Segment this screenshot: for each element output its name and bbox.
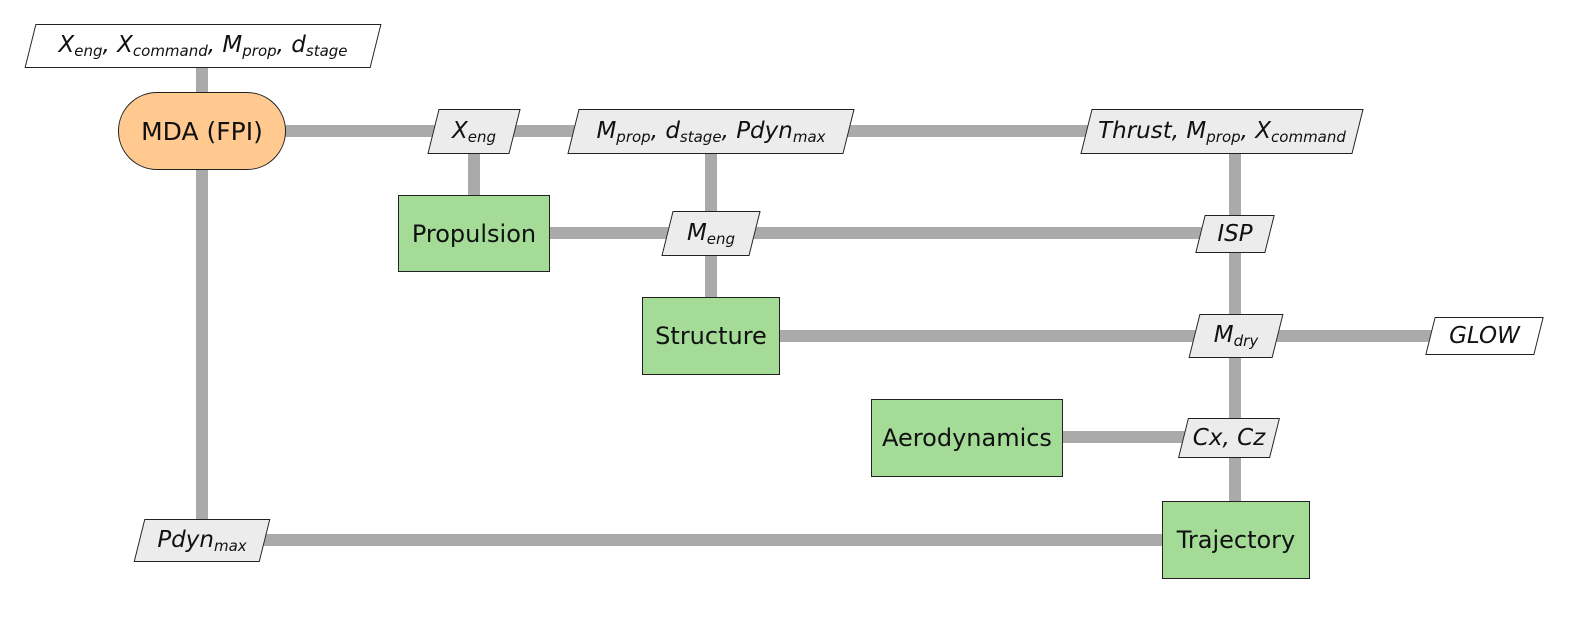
mda-fpi-driver: MDA (FPI)	[118, 92, 286, 170]
top-inputs-box: Xeng, Xcommand, Mprop, dstage	[30, 24, 376, 68]
mda-fpi-label: MDA (FPI)	[141, 116, 263, 146]
separator: ,	[276, 32, 292, 58]
variable-symbol: X	[58, 32, 75, 58]
separator: ,	[207, 32, 223, 58]
variable-symbol: M	[596, 117, 617, 144]
glow-label: GLOW	[1449, 323, 1520, 349]
variable-subscript: max	[792, 127, 826, 146]
separator: ,	[650, 117, 666, 144]
separator: ,	[1222, 425, 1238, 451]
cx-cz-box: Cx, Cz	[1183, 418, 1275, 458]
isp-box: ISP	[1200, 215, 1270, 253]
variable-symbol: Cx	[1192, 425, 1223, 451]
variable-symbol: d	[665, 117, 680, 144]
pdyn-max-label: Pdynmax	[157, 527, 246, 555]
cx-cz-label: Cx, Cz	[1193, 425, 1265, 451]
variable-subscript: eng	[706, 229, 736, 248]
variable-symbol: Pdyn	[157, 526, 214, 553]
variable-subscript: dry	[1233, 332, 1259, 350]
m-eng-label: Meng	[687, 220, 735, 248]
variable-symbol: X	[117, 32, 133, 58]
mprop-dstage-pdyn-label: Mprop, dstage, Pdynmax	[596, 118, 825, 146]
trajectory-label: Trajectory	[1176, 526, 1296, 554]
variable-symbol: GLOW	[1449, 323, 1520, 349]
aerodynamics-label: Aerodynamics	[882, 424, 1052, 452]
structure-label: Structure	[655, 322, 767, 350]
variable-subscript: prop	[1206, 127, 1241, 146]
top-inputs-label: Xeng, Xcommand, Mprop, dstage	[58, 32, 347, 60]
variable-symbol: d	[291, 32, 306, 58]
structure-block: Structure	[642, 297, 780, 375]
variable-symbol: M	[1186, 117, 1207, 144]
thrust-mprop-xcommand-label: Thrust, Mprop, Xcommand	[1098, 118, 1346, 146]
separator: ,	[721, 117, 737, 144]
m-dry-label: Mdry	[1214, 322, 1258, 350]
m-eng-box: Meng	[667, 211, 755, 256]
variable-subscript: max	[213, 536, 247, 555]
variable-symbol: Cz	[1237, 425, 1266, 451]
variable-symbol: X	[451, 117, 468, 144]
m-dry-box: Mdry	[1194, 314, 1278, 358]
propulsion-block: Propulsion	[398, 195, 550, 272]
glow-box: GLOW	[1430, 317, 1539, 355]
separator: ,	[1171, 117, 1187, 144]
variable-symbol: Thrust	[1098, 117, 1172, 144]
x-eng-label: Xeng	[452, 118, 496, 146]
variable-subscript: stage	[305, 42, 348, 60]
separator: ,	[102, 32, 118, 58]
isp-label: ISP	[1217, 221, 1252, 247]
separator: ,	[1240, 117, 1256, 144]
aerodynamics-block: Aerodynamics	[871, 399, 1063, 477]
variable-symbol: M	[686, 219, 707, 246]
variable-symbol: Pdyn	[736, 117, 793, 144]
variable-symbol: X	[1255, 117, 1272, 144]
variable-subscript: prop	[616, 127, 651, 146]
pdyn-max-box: Pdynmax	[139, 519, 265, 562]
variable-symbol: M	[1213, 322, 1234, 348]
mprop-dstage-pdyn-box: Mprop, dstage, Pdynmax	[573, 109, 849, 154]
variable-subscript: stage	[679, 127, 722, 146]
variable-subscript: command	[1271, 127, 1346, 146]
thrust-mprop-xcommand-box: Thrust, Mprop, Xcommand	[1086, 109, 1358, 154]
variable-subscript: eng	[467, 127, 497, 146]
trajectory-block: Trajectory	[1162, 501, 1310, 579]
variable-symbol: M	[222, 32, 243, 58]
variable-subscript: command	[132, 42, 208, 60]
x-eng-box: Xeng	[433, 109, 515, 154]
variable-symbol: ISP	[1217, 221, 1253, 247]
variable-subscript: prop	[242, 42, 277, 60]
variable-subscript: eng	[74, 42, 103, 60]
propulsion-label: Propulsion	[411, 219, 537, 248]
